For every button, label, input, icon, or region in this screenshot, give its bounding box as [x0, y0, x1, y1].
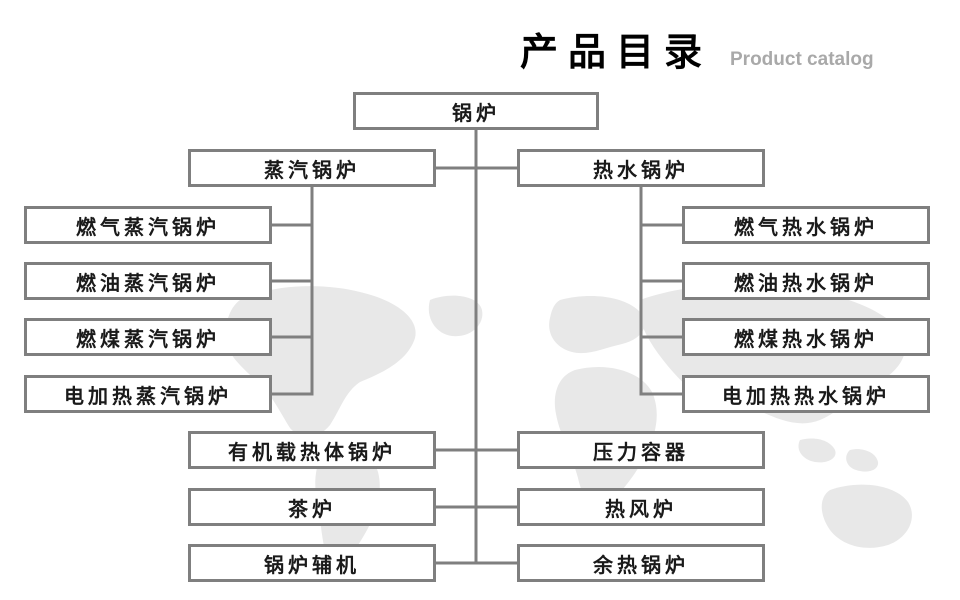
node-gas-hot-water-boiler[interactable]: 燃气热水锅炉 [682, 206, 930, 244]
node-steam-boiler[interactable]: 蒸汽锅炉 [188, 149, 436, 187]
node-organic-heat-carrier-boiler[interactable]: 有机载热体锅炉 [188, 431, 436, 469]
node-boiler-auxiliary[interactable]: 锅炉辅机 [188, 544, 436, 582]
node-coal-steam-boiler[interactable]: 燃煤蒸汽锅炉 [24, 318, 272, 356]
page-subtitle: Product catalog [730, 49, 874, 70]
node-boiler[interactable]: 锅炉 [353, 92, 599, 130]
node-electric-hot-water-boiler[interactable]: 电加热热水锅炉 [682, 375, 930, 413]
node-tea-boiler[interactable]: 茶炉 [188, 488, 436, 526]
node-electric-steam-boiler[interactable]: 电加热蒸汽锅炉 [24, 375, 272, 413]
node-hot-air-furnace[interactable]: 热风炉 [517, 488, 765, 526]
node-gas-steam-boiler[interactable]: 燃气蒸汽锅炉 [24, 206, 272, 244]
node-waste-heat-boiler[interactable]: 余热锅炉 [517, 544, 765, 582]
page-title: 产品目录 [520, 29, 713, 74]
node-hot-water-boiler[interactable]: 热水锅炉 [517, 149, 765, 187]
node-pressure-vessel[interactable]: 压力容器 [517, 431, 765, 469]
node-oil-hot-water-boiler[interactable]: 燃油热水锅炉 [682, 262, 930, 300]
node-coal-hot-water-boiler[interactable]: 燃煤热水锅炉 [682, 318, 930, 356]
node-oil-steam-boiler[interactable]: 燃油蒸汽锅炉 [24, 262, 272, 300]
